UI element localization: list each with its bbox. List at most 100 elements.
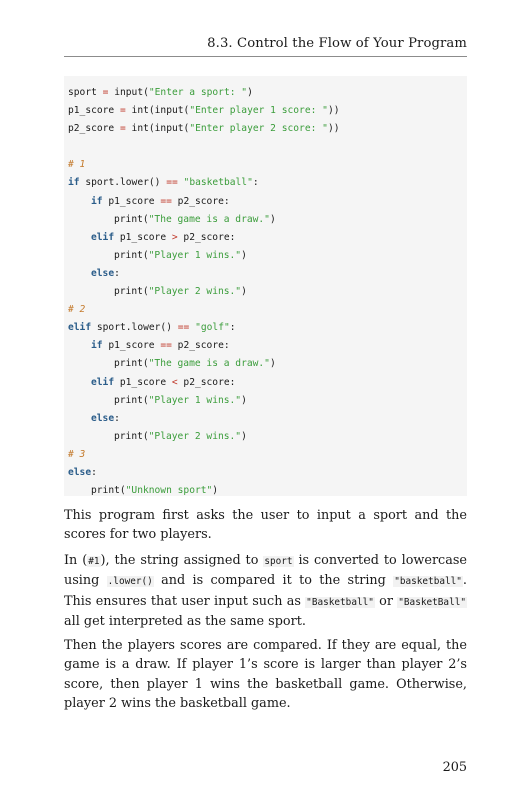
code-string: "Player 2 wins." — [148, 430, 242, 442]
code-token: : — [229, 322, 236, 334]
code-operator: == — [160, 195, 172, 207]
paragraph-text: and is compared it to the string — [153, 573, 394, 589]
code-token: int(input( — [131, 123, 190, 135]
code-token: sport.lower() — [91, 322, 178, 334]
code-line: else: — [68, 464, 467, 482]
code-token: print( — [114, 249, 149, 261]
code-token: int(input( — [131, 105, 190, 117]
code-string: "basketball" — [177, 177, 253, 189]
code-keyword: if — [91, 340, 103, 352]
code-line: else: — [68, 265, 467, 283]
code-token: print( — [114, 286, 149, 298]
code-operator: == — [177, 322, 190, 334]
code-comment-line: # 1 — [68, 156, 467, 174]
code-string: "Unknown sport" — [125, 485, 213, 497]
code-string: "Enter player 1 score: " — [189, 105, 328, 117]
code-token: p1_score — [68, 105, 115, 117]
code-token: )) — [327, 123, 340, 135]
code-token: p2_score: — [171, 195, 230, 207]
code-keyword: elif — [91, 231, 115, 243]
code-string: "Enter player 2 score: " — [189, 123, 328, 135]
code-comment: # 2 — [68, 304, 86, 316]
code-keyword: else — [91, 412, 115, 424]
inline-code: "basketball" — [393, 576, 463, 588]
code-string: "The game is a draw." — [148, 358, 270, 370]
code-line: if p1_score == p2_score: — [68, 337, 467, 355]
code-line: elif sport.lower() == "golf": — [68, 319, 467, 337]
paragraph-text: . This ensures that user input such as — [64, 573, 467, 609]
paragraph-text: ), the string assigned to — [100, 553, 264, 568]
code-token: p2_score — [68, 123, 115, 135]
code-token: print( — [114, 213, 149, 225]
paragraph-text: all get interpreted as the same sport. — [64, 614, 306, 630]
paragraph-explanation: In (#1), the string assigned to sport is… — [64, 551, 467, 632]
code-token: ) — [241, 430, 247, 442]
code-line: print("The game is a draw.") — [68, 355, 467, 373]
inline-code: #1 — [87, 556, 101, 567]
code-token: p2_score: — [177, 231, 236, 243]
inline-code: "Basketball" — [305, 596, 375, 608]
code-token: p1_score — [114, 376, 172, 388]
code-keyword: if — [91, 195, 103, 207]
code-string: "Player 1 wins." — [148, 249, 242, 261]
code-comment: # 1 — [68, 159, 86, 171]
code-keyword: elif — [91, 376, 115, 388]
code-string: "The game is a draw." — [148, 213, 270, 225]
code-string: "Player 1 wins." — [148, 394, 242, 406]
code-token: ) — [241, 249, 247, 261]
code-line: print("The game is a draw.") — [68, 211, 467, 229]
code-comment-line: # 3 — [68, 446, 467, 464]
code-line: print("Player 1 wins.") — [68, 392, 467, 410]
code-line: print("Unknown sport") — [68, 482, 467, 500]
code-token: : — [252, 177, 259, 189]
paragraph-comparison: Then the players scores are compared. If… — [64, 638, 467, 712]
inline-code: sport — [263, 556, 294, 567]
code-keyword: else — [68, 466, 92, 478]
code-string: "Player 2 wins." — [148, 286, 242, 298]
paragraph-text: or — [374, 593, 398, 609]
code-operator: = — [114, 123, 132, 135]
code-token: : — [114, 267, 120, 279]
paragraph-intro: This program first asks the user to inpu… — [64, 508, 467, 543]
code-comment-line: # 2 — [68, 301, 467, 319]
code-token: ) — [247, 87, 253, 98]
inline-code: .lower() — [106, 576, 154, 588]
code-token: print( — [91, 485, 126, 497]
code-line: p2_score = int(input("Enter player 2 sco… — [68, 120, 467, 138]
code-block: sport = input("Enter a sport: ") p1_scor… — [64, 76, 467, 496]
code-line: print("Player 2 wins.") — [68, 428, 467, 446]
code-operator: == — [166, 177, 178, 189]
code-line: p1_score = int(input("Enter player 1 sco… — [68, 102, 467, 120]
code-line: print("Player 1 wins.") — [68, 247, 467, 265]
code-operator: = — [96, 87, 115, 98]
code-token: sport — [68, 87, 97, 98]
code-line: sport = input("Enter a sport: ") — [68, 84, 467, 102]
code-token: p2_score: — [171, 340, 230, 352]
paragraph-text: In ( — [64, 553, 88, 568]
code-token: : — [91, 466, 97, 478]
code-line: else: — [68, 410, 467, 428]
code-string: "Enter a sport: " — [148, 87, 248, 98]
code-token: p1_score — [114, 231, 172, 243]
code-keyword: if — [68, 177, 80, 189]
paragraph-text: is converted to lowercase using — [64, 553, 467, 589]
code-token: : — [114, 412, 120, 424]
code-operator: == — [160, 340, 172, 352]
code-operator: > — [171, 231, 178, 243]
code-token: print( — [114, 394, 149, 406]
code-token: ) — [241, 394, 247, 406]
header-rule — [64, 56, 467, 57]
code-token: input( — [114, 87, 149, 98]
code-token: ) — [269, 358, 276, 370]
inline-code: "BasketBall" — [397, 596, 467, 608]
code-string: "golf" — [189, 322, 230, 334]
code-token: p1_score — [102, 340, 161, 352]
code-token: )) — [327, 105, 340, 117]
running-head: 8.3. Control the Flow of Your Program — [207, 36, 467, 51]
code-token: p1_score — [102, 195, 161, 207]
code-keyword: elif — [68, 322, 92, 334]
code-comment: # 3 — [68, 448, 86, 460]
code-line: elif p1_score < p2_score: — [68, 374, 467, 392]
code-token: p2_score: — [177, 376, 236, 388]
code-keyword: else — [91, 267, 115, 279]
